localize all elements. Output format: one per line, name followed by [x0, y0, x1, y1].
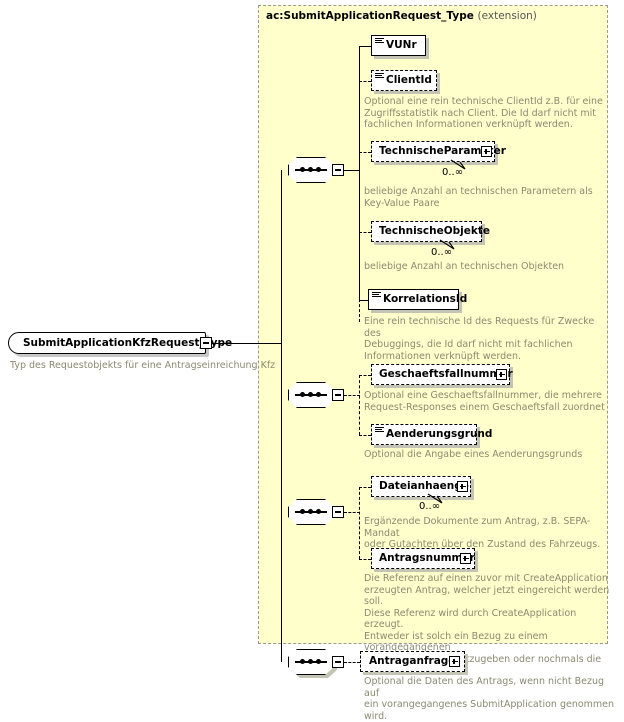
extension-container [258, 5, 608, 644]
element-korrelationsid-label: KorrelationsId [383, 293, 468, 305]
sequence-connector-3[interactable] [288, 499, 337, 528]
element-dateianhaenge-annotation: Ergänzende Dokumente zum Antrag, z.B. SE… [364, 516, 601, 550]
expand-plus-icon[interactable] [449, 656, 460, 667]
root-connector-line [212, 342, 282, 344]
element-technischeparameter-annotation: beliebige Anzahl an technischen Paramete… [364, 186, 593, 209]
dateianhaenge-branch-line [359, 487, 371, 488]
korrelationsid-branch-line [359, 300, 371, 302]
extension-kind-label: (extension) [477, 10, 537, 22]
extension-title: ac:SubmitApplicationRequest_Type (extens… [266, 10, 537, 22]
expand-plus-icon[interactable] [460, 553, 471, 564]
sequence-1-collapse-minus-icon[interactable] [332, 164, 344, 176]
element-geschaeftsfallnummer-label: Geschaeftsfallnummer [379, 368, 513, 380]
root-annotation: Typ des Requestobjekts für eine Antragse… [10, 360, 276, 371]
sequence-connector-2[interactable] [288, 382, 337, 411]
simple-type-icon [375, 73, 384, 80]
element-technischeparameter[interactable]: TechnischeParameter [371, 141, 506, 162]
sequence-2-collapse-minus-icon[interactable] [332, 389, 344, 401]
technischeparameter-repeat-hook [450, 159, 466, 170]
antragsnummer-branch-line [359, 559, 371, 560]
sequence-connector-1[interactable] [288, 157, 337, 186]
element-geschaeftsfallnummer[interactable]: Geschaeftsfallnummer [371, 364, 513, 385]
simple-type-icon [375, 38, 384, 45]
sequence-3-out-line [344, 511, 360, 513]
element-korrelationsid[interactable]: KorrelationsId [368, 289, 467, 310]
clientid-branch-line [359, 81, 371, 82]
element-antragsnummer[interactable]: Antragsnummer [371, 548, 475, 569]
element-antraganfrage-label: Antraganfrage [369, 655, 456, 667]
element-dateianhaenge-cardinality: 0..∞ [419, 501, 441, 512]
sequence-3-collapse-minus-icon[interactable] [332, 506, 344, 518]
element-dateianhaenge[interactable]: Dateianhaenge [371, 476, 471, 497]
expand-plus-icon[interactable] [496, 369, 507, 380]
technischeparameter-branch-line [359, 152, 371, 153]
element-vunr-label: VUNr [386, 39, 417, 51]
element-technischeobjekte-label: TechnischeObjekte [379, 225, 491, 237]
element-korrelationsid-annotation: Eine rein technische Id des Requests für… [364, 316, 595, 362]
element-antragsnummer-label: Antragsnummer [379, 552, 475, 564]
simple-type-icon [372, 292, 381, 299]
root-collapse-minus-icon[interactable] [200, 337, 212, 349]
aenderungsgrund-branch-line [359, 435, 371, 436]
root-type-label: SubmitApplicationKfzRequest_Type [23, 337, 233, 349]
technischeobjekte-repeat-hook [439, 239, 455, 250]
sequence-4-collapse-minus-icon[interactable] [332, 656, 344, 668]
element-vunr[interactable]: VUNr [371, 35, 426, 56]
sequence-4-out-line [344, 661, 360, 663]
element-clientid[interactable]: ClientId [371, 70, 437, 91]
geschaeftsfallnummer-branch-line [359, 375, 371, 376]
sequence-1-bus-solid [359, 46, 361, 170]
expand-plus-icon[interactable] [457, 481, 468, 492]
element-geschaeftsfallnummer-annotation: Optional eine Geschaeftsfallnummer, die … [364, 390, 605, 413]
sequence-2-out-line [344, 394, 360, 396]
extension-type-name: ac:SubmitApplicationRequest_Type [266, 10, 474, 22]
element-antraganfrage-annotation: Optional die Daten des Antrags, wenn nic… [364, 676, 615, 722]
element-clientid-annotation: Optional eine rein technische ClientId z… [364, 96, 603, 130]
sequence-3-bus [359, 487, 360, 559]
element-technischeobjekte-cardinality: 0..∞ [431, 247, 453, 258]
element-antraganfrage[interactable]: Antraganfrage [360, 651, 465, 672]
sequence-2-bus [359, 375, 360, 435]
element-aenderungsgrund[interactable]: Aenderungsgrund [371, 424, 492, 445]
element-technischeobjekte[interactable]: TechnischeObjekte [371, 221, 490, 242]
root-type-node[interactable]: SubmitApplicationKfzRequest_Type [8, 332, 232, 354]
sequence-connector-4[interactable] [288, 649, 337, 678]
group-spine-line [281, 170, 283, 662]
simple-type-icon [375, 427, 384, 434]
technischeobjekte-branch-line [359, 232, 371, 233]
dateianhaenge-repeat-hook [427, 493, 443, 504]
element-technischeparameter-cardinality: 0..∞ [442, 167, 464, 178]
vunr-branch-line [359, 46, 371, 48]
element-clientid-label: ClientId [386, 74, 432, 86]
element-technischeobjekte-annotation: beliebige Anzahl an technischen Objekten [364, 261, 565, 272]
element-dateianhaenge-label: Dateianhaenge [379, 480, 469, 492]
element-aenderungsgrund-annotation: Optional die Angabe eines Aenderungsgrun… [364, 449, 583, 460]
korrelationsid-bus-solid [359, 170, 361, 301]
element-aenderungsgrund-label: Aenderungsgrund [386, 428, 493, 440]
element-technischeparameter-label: TechnischeParameter [379, 145, 506, 157]
expand-plus-icon[interactable] [481, 146, 492, 157]
sequence-1-out-line [344, 169, 360, 171]
